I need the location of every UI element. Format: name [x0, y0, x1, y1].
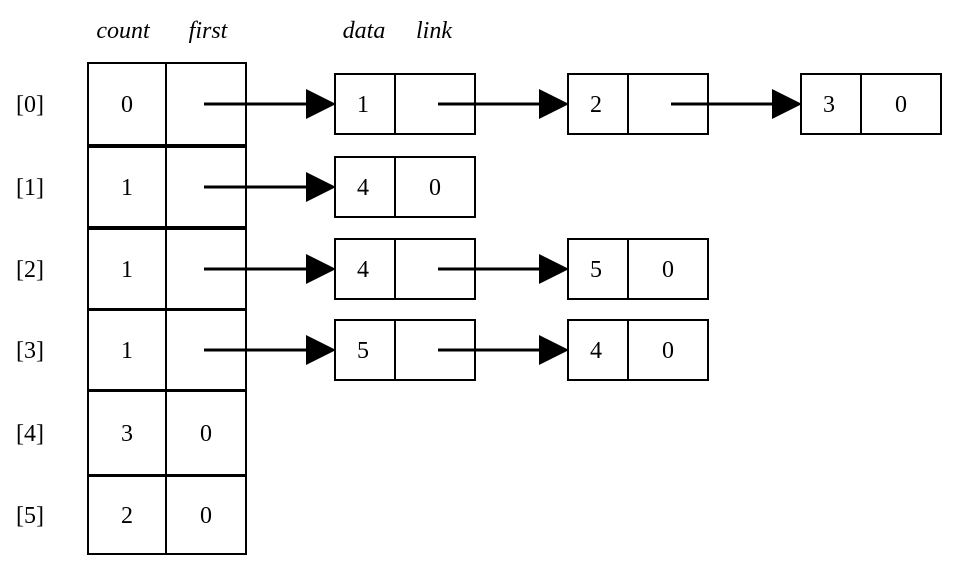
- node-data-value: 4: [357, 175, 369, 201]
- count-value: 3: [121, 421, 133, 447]
- node-link-cell: [394, 156, 476, 218]
- first-cell: [165, 390, 247, 476]
- first-value: 0: [200, 421, 212, 447]
- node-data-value: 1: [357, 92, 369, 118]
- node-link-value: 0: [895, 92, 907, 118]
- node-data-cell: [334, 73, 396, 135]
- count-cell: [87, 228, 167, 310]
- count-value: 1: [121, 338, 133, 364]
- node-link-cell: [627, 238, 709, 300]
- node-data-value: 4: [590, 338, 602, 364]
- node-link-value: 0: [429, 175, 441, 201]
- row-index-label: [5]: [16, 503, 44, 529]
- node-data-cell: [567, 238, 629, 300]
- node-data-cell: [800, 73, 862, 135]
- node-data-value: 2: [590, 92, 602, 118]
- list-row: [4] 3 0: [16, 390, 247, 476]
- count-value: 0: [121, 92, 133, 118]
- header-link: link: [416, 18, 452, 44]
- row-index-label: [1]: [16, 175, 44, 201]
- row-index-label: [4]: [16, 421, 44, 447]
- node-data-value: 5: [357, 338, 369, 364]
- node-link-cell: [860, 73, 942, 135]
- count-cell: [87, 146, 167, 228]
- count-cell: [87, 390, 167, 476]
- count-cell: [87, 62, 167, 146]
- row-index-label: [0]: [16, 92, 44, 118]
- node-data-value: 5: [590, 257, 602, 283]
- node-link-cell: [627, 319, 709, 381]
- list-row: [5] 2 0: [16, 475, 247, 555]
- list-node: 5: [334, 319, 476, 381]
- node-link-value: 0: [662, 338, 674, 364]
- node-link-value: 0: [662, 257, 674, 283]
- count-value: 2: [121, 503, 133, 529]
- row-index-label: [2]: [16, 257, 44, 283]
- first-value: 0: [200, 503, 212, 529]
- header-count: count: [96, 18, 151, 44]
- node-data-cell: [334, 156, 396, 218]
- node-data-value: 4: [357, 257, 369, 283]
- count-cell: [87, 475, 167, 555]
- count-value: 1: [121, 257, 133, 283]
- count-cell: [87, 309, 167, 391]
- node-data-value: 3: [823, 92, 835, 118]
- first-cell: [165, 475, 247, 555]
- row-index-label: [3]: [16, 338, 44, 364]
- count-value: 1: [121, 175, 133, 201]
- header-data: data: [343, 18, 386, 44]
- node-data-cell: [334, 319, 396, 381]
- header-first: first: [189, 18, 229, 44]
